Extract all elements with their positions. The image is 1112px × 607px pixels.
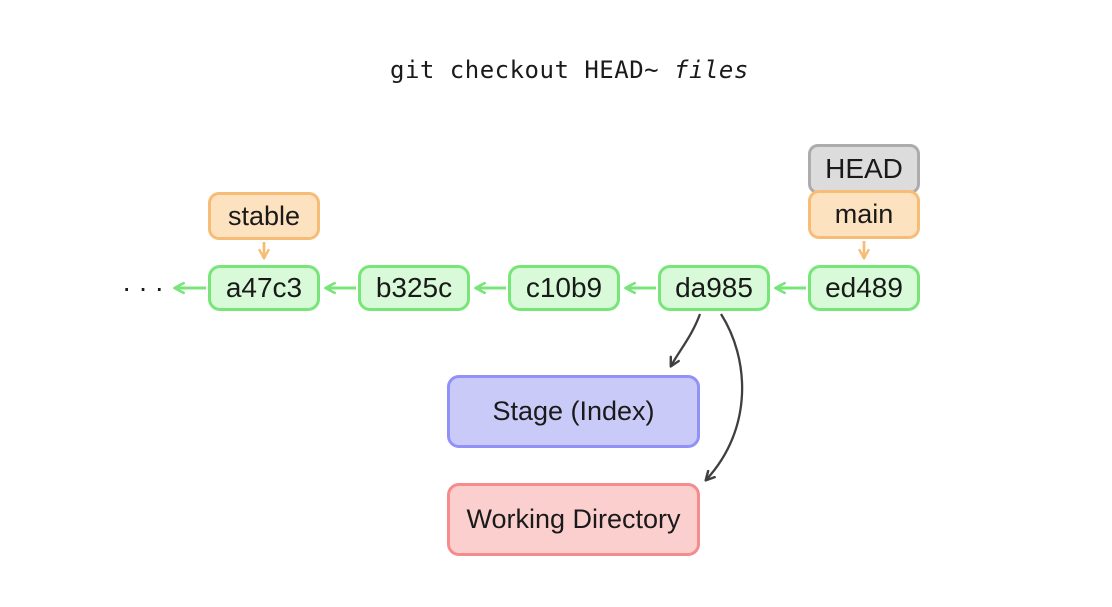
- head-pointer-node: HEAD: [808, 144, 920, 194]
- branch-label-stable: stable: [227, 200, 301, 231]
- arrow-da985-to-stage: [669, 313, 702, 368]
- head-label: HEAD: [825, 153, 903, 184]
- history-ellipsis-icon: ···: [122, 272, 171, 303]
- commit-node-a47c3: a47c3: [208, 265, 320, 311]
- commit-id: ed489: [825, 272, 903, 303]
- commit-node-c10b9: c10b9: [508, 265, 620, 311]
- commit-id: c10b9: [525, 272, 603, 303]
- command-text: git checkout HEAD~: [390, 56, 660, 84]
- commit-id: a47c3: [225, 272, 303, 303]
- command-title: git checkout HEAD~ files: [390, 56, 749, 84]
- branch-node-stable: stable: [208, 192, 320, 240]
- commit-node-b325c: b325c: [358, 265, 470, 311]
- stage-index-node: Stage (Index): [447, 375, 700, 448]
- arrow-da985-to-working-directory: [704, 313, 744, 482]
- commit-node-ed489: ed489: [808, 265, 920, 311]
- working-directory-node: Working Directory: [447, 483, 700, 556]
- stage-label: Stage (Index): [492, 396, 655, 426]
- command-argument: files: [674, 56, 749, 84]
- branch-label-main: main: [834, 199, 894, 229]
- working-directory-label: Working Directory: [466, 504, 681, 534]
- branch-node-main: main: [808, 190, 920, 239]
- commit-id: b325c: [375, 272, 453, 303]
- commit-node-da985: da985: [658, 265, 770, 311]
- commit-id: da985: [675, 272, 753, 303]
